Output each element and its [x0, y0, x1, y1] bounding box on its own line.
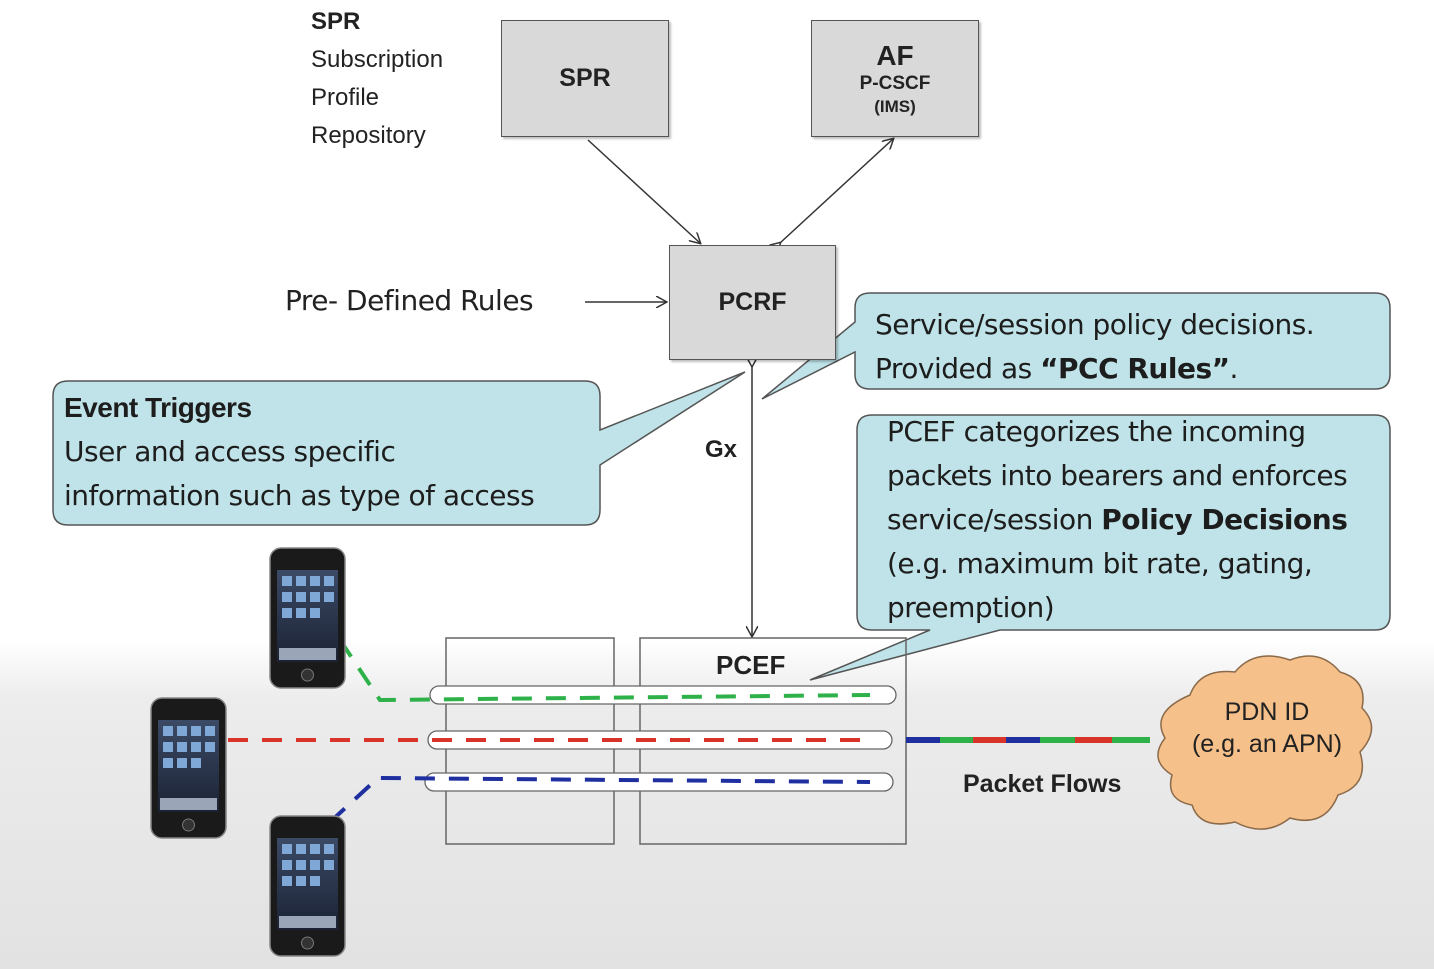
service-policy-suffix: . — [1229, 352, 1239, 385]
phone-icon — [269, 547, 346, 689]
spr-box-label: SPR — [559, 64, 611, 92]
spr-description-line: Subscription — [311, 46, 444, 73]
service-policy-line: Provided as “PCC Rules”. — [875, 347, 1314, 391]
pcef-desc-line: preemption) — [887, 591, 1055, 624]
predefined-rules-label: Pre- Defined Rules — [285, 284, 534, 317]
af-box-title: AF — [876, 39, 914, 71]
phone-icon — [269, 815, 346, 957]
pcef-desc-line: (e.g. maximum bit rate, gating, — [887, 547, 1313, 580]
flow-blue — [328, 775, 871, 824]
service-policy-text: Service/session policy decisions. Provid… — [875, 303, 1315, 391]
pdn-cloud-shape — [1157, 655, 1373, 830]
policy-decisions-emphasis: Policy Decisions — [1101, 503, 1348, 536]
pcef-desc-prefix: service/session — [887, 503, 1102, 536]
spr-description: SPR Subscription Profile Repository — [311, 3, 443, 155]
service-policy-line: Service/session policy decisions. — [875, 308, 1315, 341]
event-triggers-line: information such as type of access — [64, 479, 535, 512]
spr-box: SPR — [501, 20, 669, 137]
service-policy-prefix: Provided as — [875, 352, 1041, 385]
spr-to-pcrf-arrow — [587, 139, 700, 243]
pcc-rules-emphasis: “PCC Rules” — [1040, 352, 1230, 385]
phone-icon — [150, 697, 227, 839]
event-triggers-title: Event Triggers — [64, 392, 252, 423]
af-box-sub2: (IMS) — [874, 96, 916, 116]
pcrf-box: PCRF — [669, 245, 836, 360]
event-triggers-callout — [52, 371, 746, 526]
pcrf-box-label: PCRF — [718, 288, 787, 316]
af-box: AF P-CSCF (IMS) — [811, 20, 979, 137]
packet-flows-label: Packet Flows — [963, 770, 1122, 798]
pcef-desc-line: PCEF categorizes the incoming — [887, 415, 1306, 448]
pcef-desc-line: packets into bearers and enforces — [887, 459, 1348, 492]
pcef-desc-callout — [809, 414, 1391, 681]
gx-label: Gx — [705, 436, 738, 463]
pcrf-to-af-arrow — [780, 139, 893, 243]
pdn-cloud-label: PDN ID (e.g. an APN) — [1172, 696, 1362, 760]
pdn-cloud-line: PDN ID — [1224, 698, 1310, 726]
flow-green — [338, 638, 871, 703]
pdn-cloud-line: (e.g. an APN) — [1191, 730, 1343, 758]
pcef-label: PCEF — [716, 650, 786, 680]
event-triggers-text: Event Triggers User and access specific … — [64, 386, 535, 518]
af-box-sub1: P-CSCF — [859, 72, 931, 94]
spr-description-line: Repository — [311, 122, 426, 149]
pcef-desc-text: PCEF categorizes the incoming packets in… — [887, 410, 1348, 630]
spr-description-line: Profile — [311, 84, 380, 111]
spr-description-title: SPR — [311, 8, 361, 35]
event-triggers-line: User and access specific — [64, 435, 396, 468]
service-policy-callout — [761, 292, 1391, 400]
bearer-tube-red — [427, 730, 893, 750]
pcef-desc-line: service/session Policy Decisions — [887, 498, 1348, 542]
